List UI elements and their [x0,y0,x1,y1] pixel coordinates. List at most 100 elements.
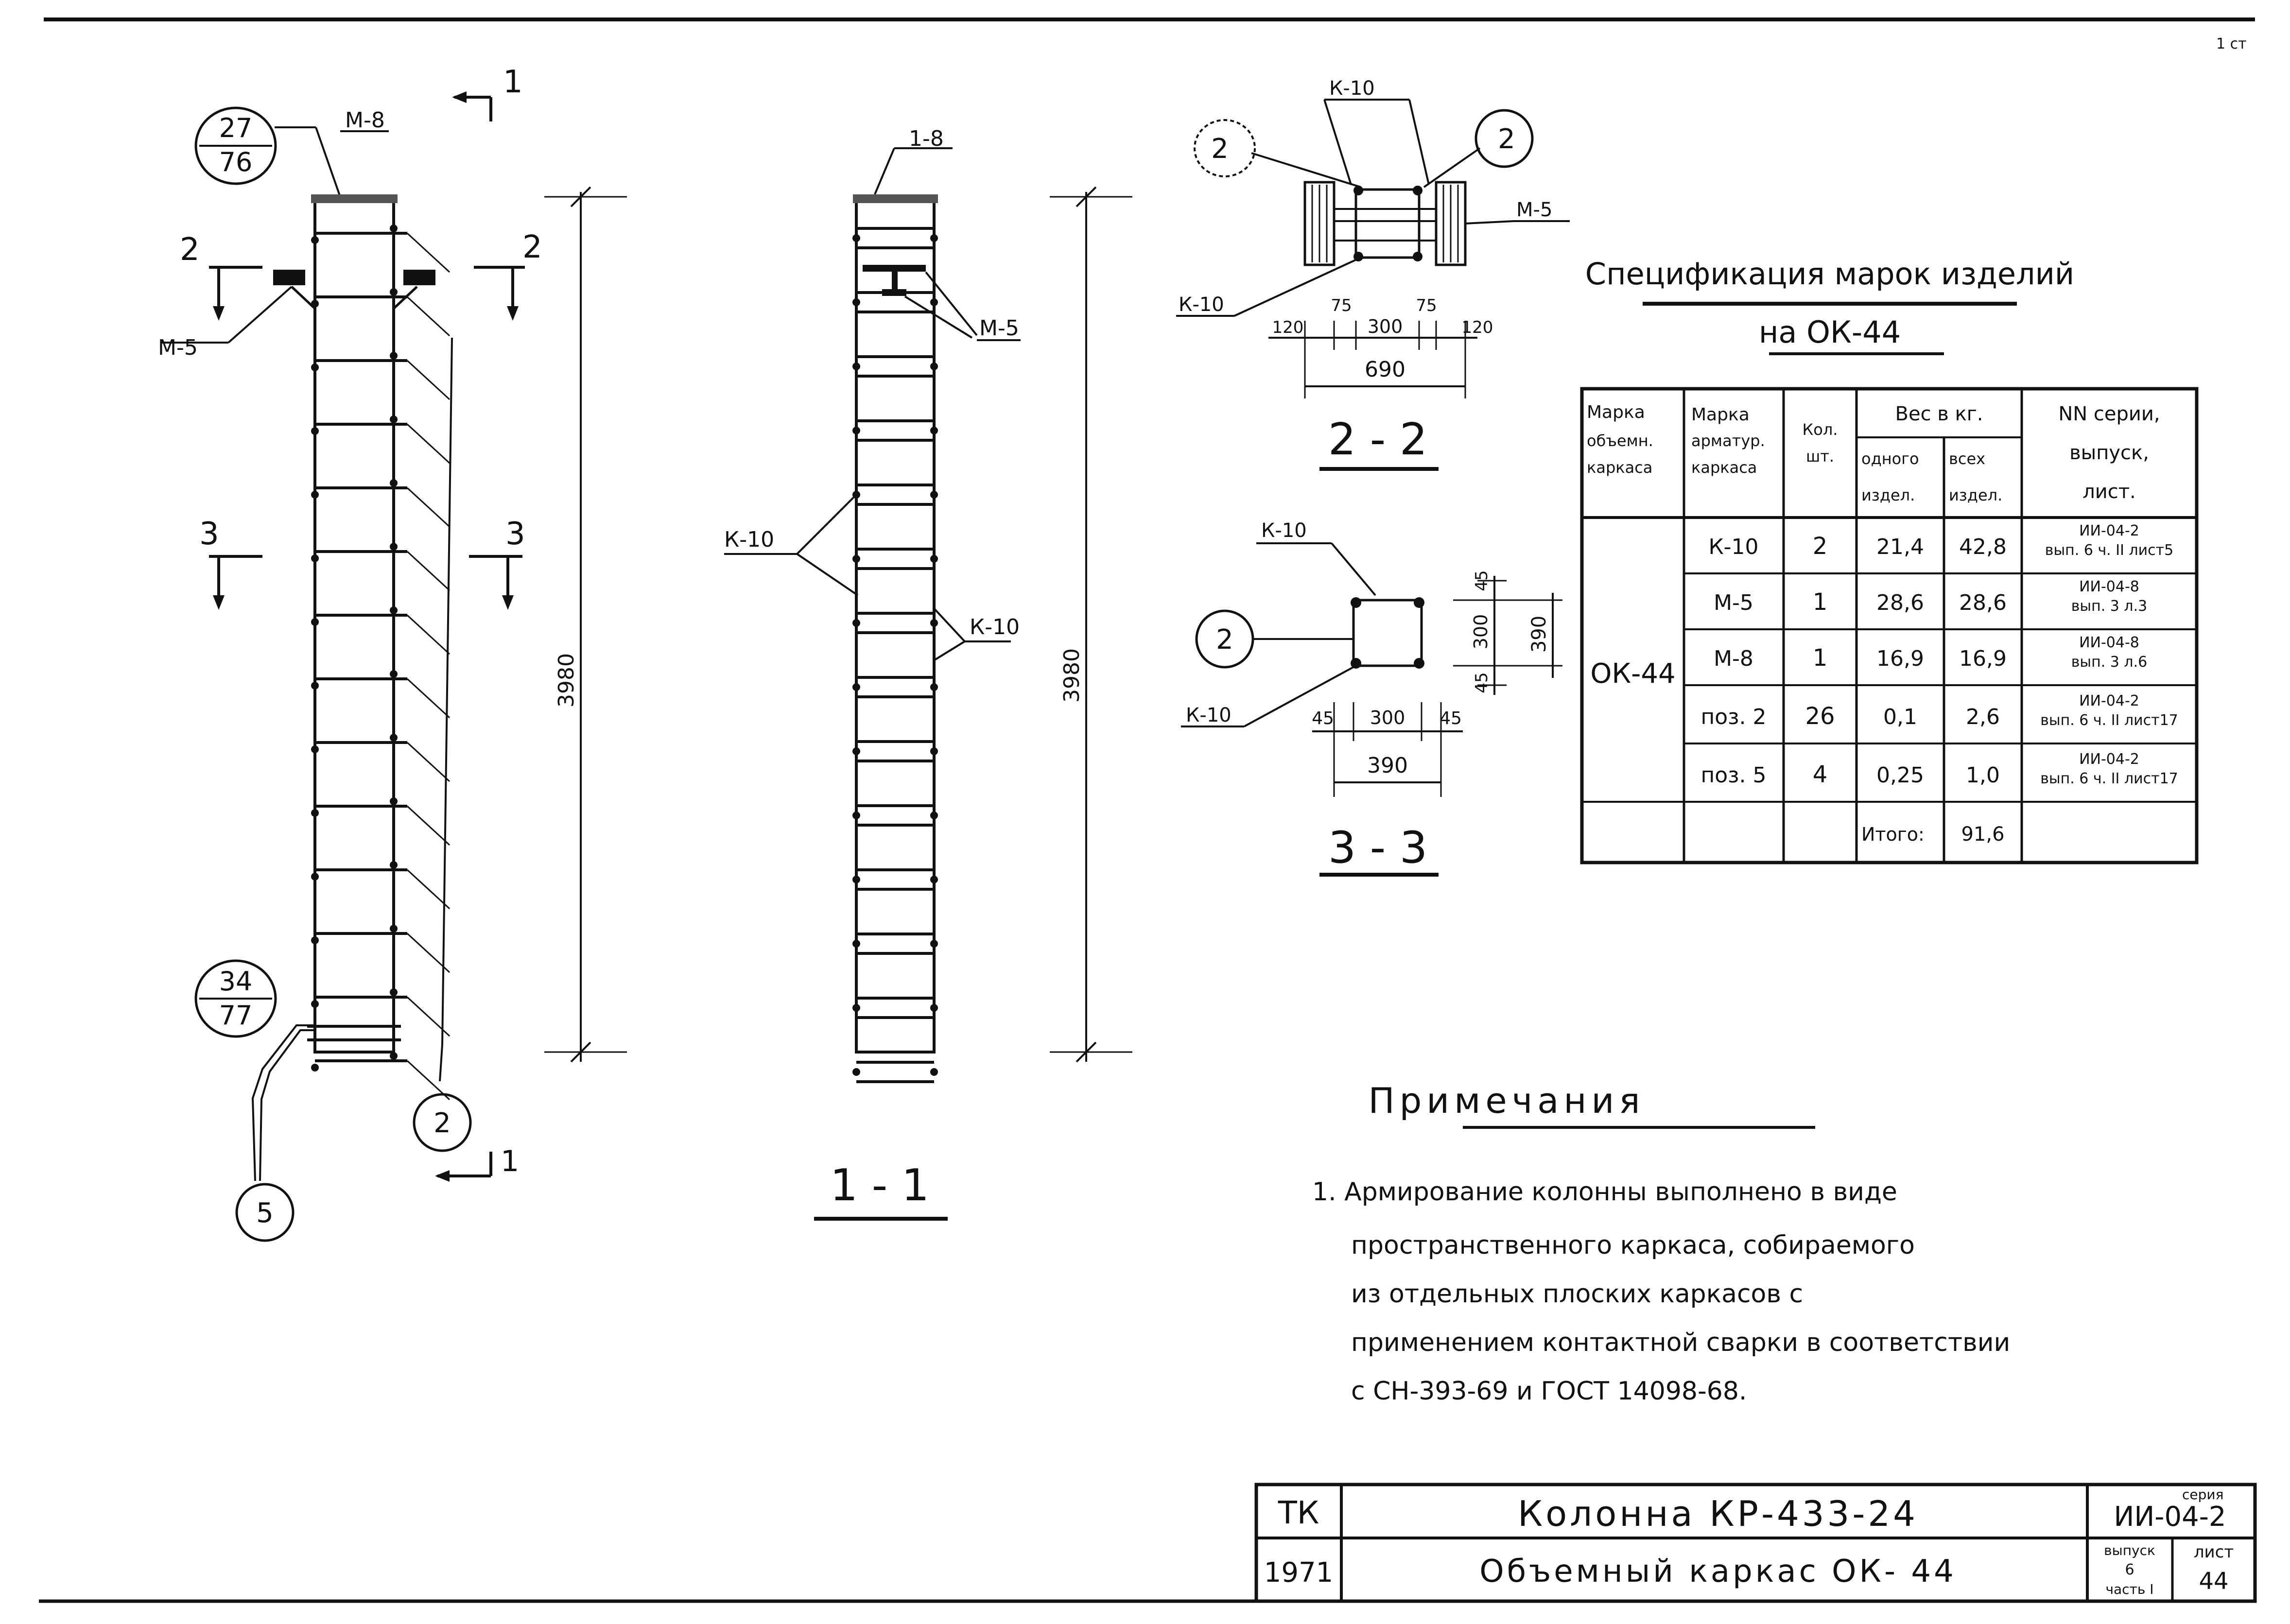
org: ТК [1278,1495,1319,1531]
svg-text:К-10: К-10 [1261,519,1307,542]
svg-text:120: 120 [1272,318,1304,337]
caption-1-1: 1 - 1 [830,1160,929,1211]
section-3-3: К-10 2 К-10 45 300 45 390 45 300 4 [1181,519,1562,877]
spec-subtitle: на ОК-44 [1759,314,1901,350]
svg-text:из отдельных плоских каркасов: из отдельных плоских каркасов с [1351,1279,1803,1309]
spec-table [1580,387,2199,864]
rod-dot [930,940,938,948]
svg-text:45: 45 [1472,672,1492,693]
ties-group-1-1 [852,227,938,1083]
section-mark-2-left: 2 [180,232,262,321]
rod-dot [852,1004,860,1012]
rod-dot [852,876,860,883]
svg-text:лист: лист [2194,1542,2234,1562]
svg-text:2: 2 [180,232,200,268]
console-1-1 [863,265,1021,341]
section-mark-3-right: 3 [469,516,525,610]
svg-text:3980: 3980 [554,653,579,708]
spec-mark: М-5 [1714,590,1753,615]
rod-dot [311,682,319,690]
pos-5-marker: 5 [235,1183,295,1242]
caption-3-3: 3 - 3 [1328,822,1427,873]
spec-title: Спецификация марок изделий [1585,256,2074,292]
svg-text:всех: всех [1949,449,1985,468]
svg-text:3: 3 [199,516,219,552]
svg-text:1: 1 [503,64,523,100]
rod-dot [311,809,319,817]
spec-ref-sheet: вып. 3 л.3 [2071,598,2147,615]
svg-text:45: 45 [1440,708,1462,728]
rod-dot [390,543,398,551]
svg-text:лист.: лист. [2082,481,2136,503]
rod-dot [390,606,398,614]
spec-weight-one: 21,4 [1876,535,1924,559]
drawing-title-1: Колонна КР-433-24 [1518,1493,1918,1534]
svg-text:75: 75 [1331,296,1352,315]
svg-text:6: 6 [2125,1561,2134,1578]
rod-dot [930,619,938,627]
rod-dot [390,479,398,487]
rod-dot [311,236,319,244]
svg-text:44: 44 [2199,1568,2228,1595]
svg-text:шт.: шт. [1806,447,1834,466]
spec-qty: 2 [1813,533,1828,560]
svg-text:45: 45 [1472,570,1492,591]
svg-text:2: 2 [1498,123,1515,155]
rod-dot [852,234,860,242]
svg-text:объемн.: объемн. [1587,432,1653,450]
spec-ref-series: ИИ-04-2 [2079,751,2139,768]
spec-qty: 4 [1813,761,1828,788]
column-view-a: 27 76 М-8 1 М-5 [158,64,627,1242]
rod-dot [311,873,319,881]
label-k10-left: К-10 [724,527,774,552]
spec-mark: М-8 [1714,646,1753,671]
svg-text:Вес в кг.: Вес в кг. [1895,403,1983,425]
rod-dot [390,734,398,742]
svg-text:издел.: издел. [1861,486,1915,504]
year: 1971 [1264,1557,1334,1589]
rod-dot [852,940,860,948]
rod-dot [930,298,938,306]
rod-dot [311,618,319,626]
spec-ref-sheet: вып. 3 л.6 [2071,654,2147,671]
rod-dot [852,298,860,306]
svg-text:NN серии,: NN серии, [2058,403,2160,425]
rod-dot [930,363,938,370]
rod-dot [390,415,398,423]
rod-dot [930,683,938,691]
section-mark-3-left: 3 [199,516,262,610]
section-mark-1-bottom: 1 [435,1144,519,1182]
svg-text:М-5: М-5 [1516,199,1552,221]
spec-mark: поз. 2 [1700,705,1766,729]
svg-text:одного: одного [1861,449,1919,468]
notes-title: Примечания [1368,1080,1645,1121]
svg-text:300: 300 [1470,614,1492,650]
callout-bottom: 34 77 [194,959,277,1038]
svg-text:390: 390 [1367,753,1408,778]
corner-mark: 1 ст [2216,35,2247,52]
svg-text:45: 45 [1312,708,1334,728]
rod-dot [852,363,860,370]
section-2-2: К-10 2 2 М-5 К-10 [1176,77,1570,471]
spec-weight-one: 0,1 [1883,705,1917,729]
specification: Спецификация марок изделий на ОК-44 Марк… [1580,256,2199,864]
svg-text:арматур.: арматур. [1691,432,1765,450]
label-m5-a: М-5 [158,335,198,360]
rod-dot [930,555,938,563]
spec-ref-series: ИИ-04-8 [2079,578,2139,595]
series-value: ИИ-04-2 [2114,1501,2226,1533]
spec-weight-one: 28,6 [1876,590,1924,615]
svg-text:3: 3 [505,516,525,552]
rod-dot [852,619,860,627]
group-mark: ОК-44 [1590,658,1675,690]
svg-text:2: 2 [1211,133,1229,165]
spec-weight-all: 2,6 [1966,705,2000,729]
plate-m8 [311,194,398,203]
svg-text:Кол.: Кол. [1803,420,1838,439]
column-view-1-1: 1-8 М-5 К-10 К-10 [724,126,1132,1221]
rod-dot [311,745,319,753]
